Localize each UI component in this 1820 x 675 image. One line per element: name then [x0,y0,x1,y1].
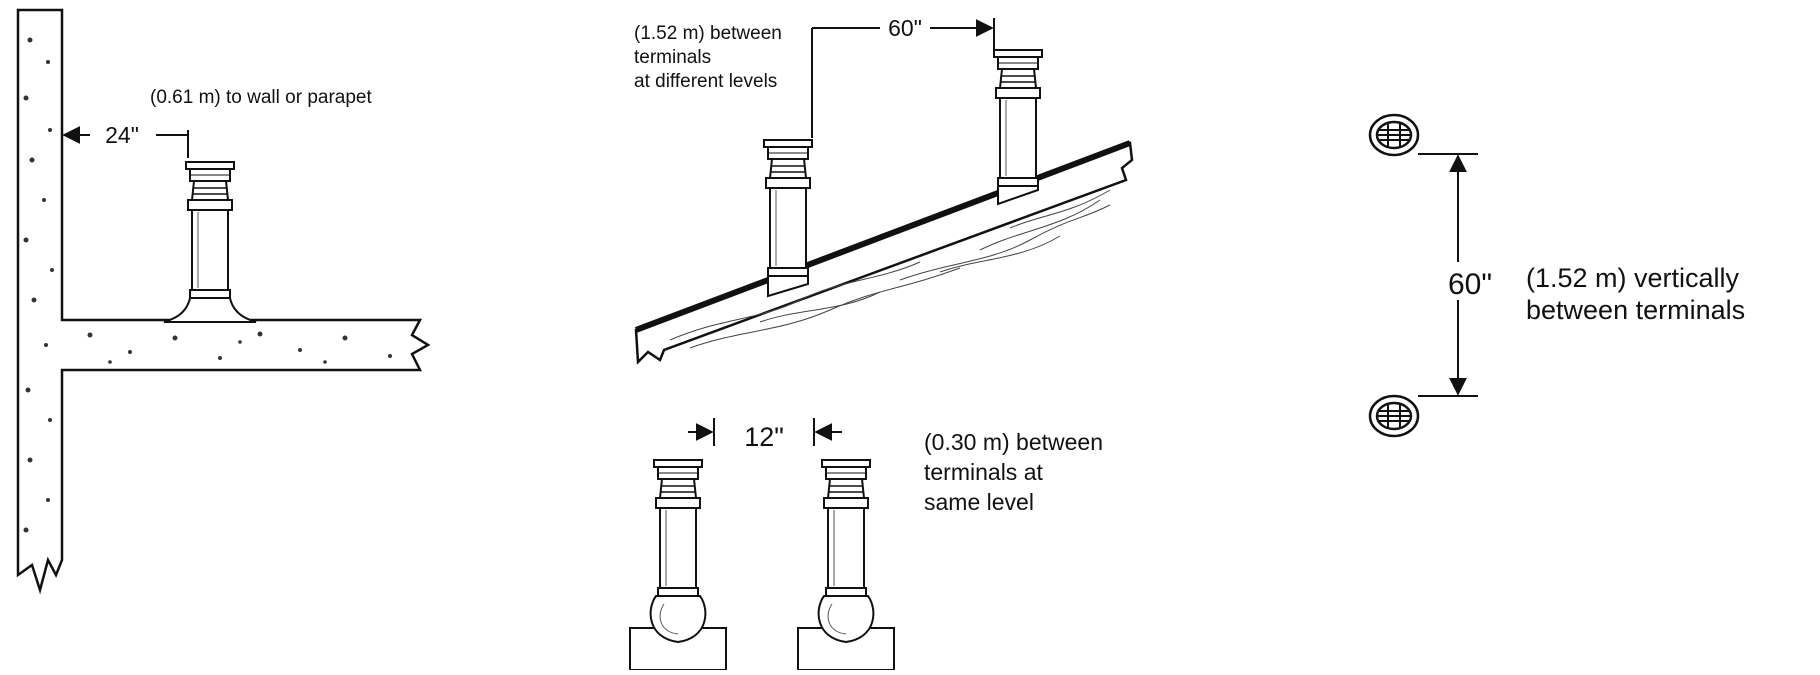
sloped-roof [634,141,1134,365]
wall-clearance-panel: 24" (0.61 m) to wall or parapet [16,8,431,595]
roof-surface-edge [634,140,1132,333]
vertical-dimension-value: 60" [1448,268,1492,301]
same-note-line2: terminals at [924,459,1043,485]
plan-terminal-top [1368,113,1420,157]
wall-dimension-value: 24" [105,122,139,148]
level-note-line2: terminals [634,47,711,68]
vertical-note-line1: (1.52 m) vertically [1526,263,1740,293]
different-levels-panel: 60" (1.52 m) between terminals at differ… [634,15,1134,365]
concrete-speckles [23,37,392,533]
same-dimension-value: 12" [744,422,784,452]
plan-terminal-bottom [1368,394,1420,438]
vent-terminal-roof [163,161,257,323]
vent-terminal-same-right [819,460,874,642]
wall-clearance-note: (0.61 m) to wall or parapet [150,87,372,108]
level-note-line3: at different levels [634,71,777,92]
level-note-line1: (1.52 m) between [634,23,782,44]
level-dimension-value: 60" [888,15,922,41]
roof-grain [669,189,1111,349]
vertical-panel: 60" (1.52 m) vertically between terminal… [1368,113,1745,438]
vent-terminal-lower [763,139,813,298]
same-note-line3: same level [924,489,1034,515]
vertical-note-line2: between terminals [1526,295,1745,325]
vent-terminal-same-left [651,460,706,642]
vent-terminal-upper [993,49,1043,206]
same-note-line1: (0.30 m) between [924,429,1103,455]
same-level-panel: 12" (0.30 m) between terminals at same l… [629,418,1103,671]
